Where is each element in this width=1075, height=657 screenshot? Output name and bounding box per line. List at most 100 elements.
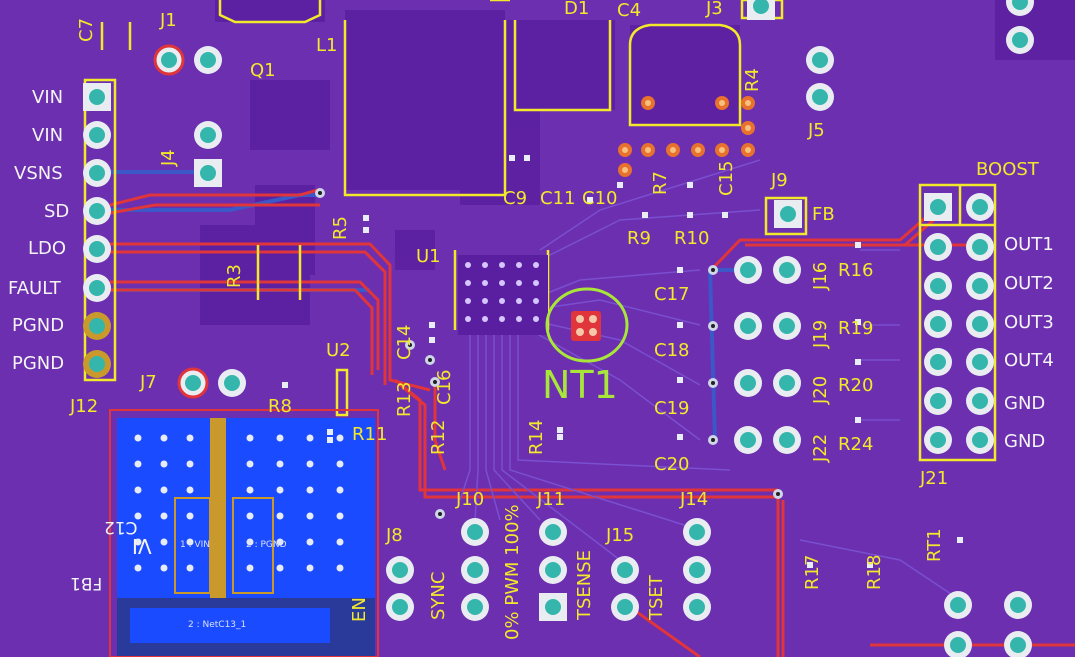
label-r14: R14 [526, 419, 547, 455]
label-c10: C10 [582, 188, 618, 209]
label-c20: C20 [654, 454, 690, 475]
copper-pours [200, 0, 1075, 325]
label-j22: J22 [810, 433, 831, 462]
label-c15: C15 [716, 160, 737, 196]
label-r19: R19 [838, 318, 874, 339]
label-c11: C11 [540, 188, 576, 209]
j21-out1-label: OUT1 [1004, 234, 1054, 255]
small-vias [282, 155, 963, 568]
label-rt1: RT1 [924, 528, 945, 562]
label-r13: R13 [394, 381, 415, 417]
label-d1: D1 [564, 0, 590, 19]
j12-pin5-label: LDO [28, 238, 67, 259]
label-l1: L1 [316, 35, 338, 56]
j12-pin8-label: PGND [12, 353, 65, 374]
label-j19: J19 [810, 319, 831, 348]
label-r8: R8 [268, 396, 292, 417]
j21-top-label: BOOST [976, 159, 1039, 180]
j12-outline [83, 78, 117, 382]
label-j20: J20 [810, 375, 831, 404]
label-r24: R24 [838, 434, 874, 455]
c4-outline [628, 23, 742, 127]
label-en: EN [349, 597, 370, 622]
j21-designator: J21 [920, 468, 949, 489]
j12-pin2-label: VIN [32, 125, 64, 146]
label-c4: C4 [617, 0, 642, 21]
label-j11: J11 [537, 489, 566, 510]
d1-outline [513, 20, 612, 112]
label-tset: TSET [646, 575, 667, 620]
label-j5: J5 [808, 120, 825, 141]
label-r7: R7 [650, 171, 671, 195]
u2-outline [335, 368, 349, 417]
label-c17: C17 [654, 284, 690, 305]
j12-pin3-label: VSNS [14, 163, 63, 184]
label-u2: U2 [326, 340, 351, 361]
label-c16: C16 [434, 369, 455, 405]
label-r20: R20 [838, 375, 874, 396]
u1-via-array [465, 262, 539, 322]
nt1-label: NT1 [542, 363, 618, 407]
j21-gnd1-label: GND [1004, 393, 1046, 414]
label-r16: R16 [838, 260, 874, 281]
label-c14: C14 [394, 324, 415, 360]
j21-gnd2-label: GND [1004, 431, 1046, 452]
signal-traces [459, 159, 961, 601]
j21-outline [918, 183, 997, 462]
l1-outline [343, 20, 507, 197]
through-hole-pads[interactable] [83, 0, 1034, 657]
label-c19: C19 [654, 398, 690, 419]
label-j1: J1 [160, 10, 177, 31]
j12-pin1-label: VIN [32, 87, 64, 108]
label-j14: J14 [680, 489, 709, 510]
label-r10: R10 [674, 228, 710, 249]
label-j3: J3 [706, 0, 723, 19]
label-r9: R9 [627, 228, 651, 249]
label-fb: FB [812, 204, 835, 225]
net-label-pgnd: 2 : PGND [246, 540, 287, 550]
top-component-outline [218, 0, 322, 24]
power-via-field [134, 434, 344, 572]
label-r12: R12 [428, 419, 449, 455]
label-j9: J9 [771, 170, 788, 191]
label-tsense: TSENSE [574, 549, 595, 620]
net-label-netc13: 2 : NetC13_1 [188, 620, 247, 630]
label-j16: J16 [810, 261, 831, 290]
label-r4: R4 [742, 68, 763, 92]
label-j8: J8 [386, 525, 403, 546]
j9-outline [764, 196, 808, 236]
nt1-highlight-ring[interactable] [545, 287, 629, 363]
net-label-vin: 1 : VIN [180, 540, 211, 550]
label-r5: R5 [330, 216, 351, 240]
j12-designator: J12 [70, 396, 99, 417]
label-j15: J15 [606, 525, 635, 546]
j12-pin6-label: FAULT [8, 278, 61, 299]
power-stage-region [109, 409, 379, 657]
label-r17: R17 [802, 554, 823, 590]
label-c18: C18 [654, 340, 690, 361]
j21-out2-label: OUT2 [1004, 273, 1054, 294]
label-c12-bottom: C12 [104, 517, 138, 537]
label-vi-bottom: VI [132, 534, 152, 558]
label-j4: J4 [158, 149, 179, 166]
label-c9: C9 [503, 188, 528, 209]
label-j10: J10 [456, 489, 485, 510]
j21-out4-label: OUT4 [1004, 350, 1054, 371]
label-j7: J7 [140, 372, 157, 393]
nt1-pads [571, 311, 601, 341]
label-r3: R3 [224, 264, 245, 288]
label-fb1-bottom: FB1 [70, 573, 103, 593]
smd-pads [618, 96, 755, 177]
top-layer-traces [109, 188, 1075, 657]
label-pwm: 0% PWM 100% [502, 504, 523, 640]
j12-pin7-label: PGND [12, 315, 65, 336]
label-r18: R18 [864, 554, 885, 590]
j12-pin4-label: SD [44, 201, 70, 222]
label-c7: C7 [76, 17, 97, 42]
label-u1: U1 [416, 246, 441, 267]
label-q1: Q1 [250, 60, 276, 81]
label-sync: SYNC [428, 571, 449, 620]
label-r11: R11 [352, 424, 388, 445]
